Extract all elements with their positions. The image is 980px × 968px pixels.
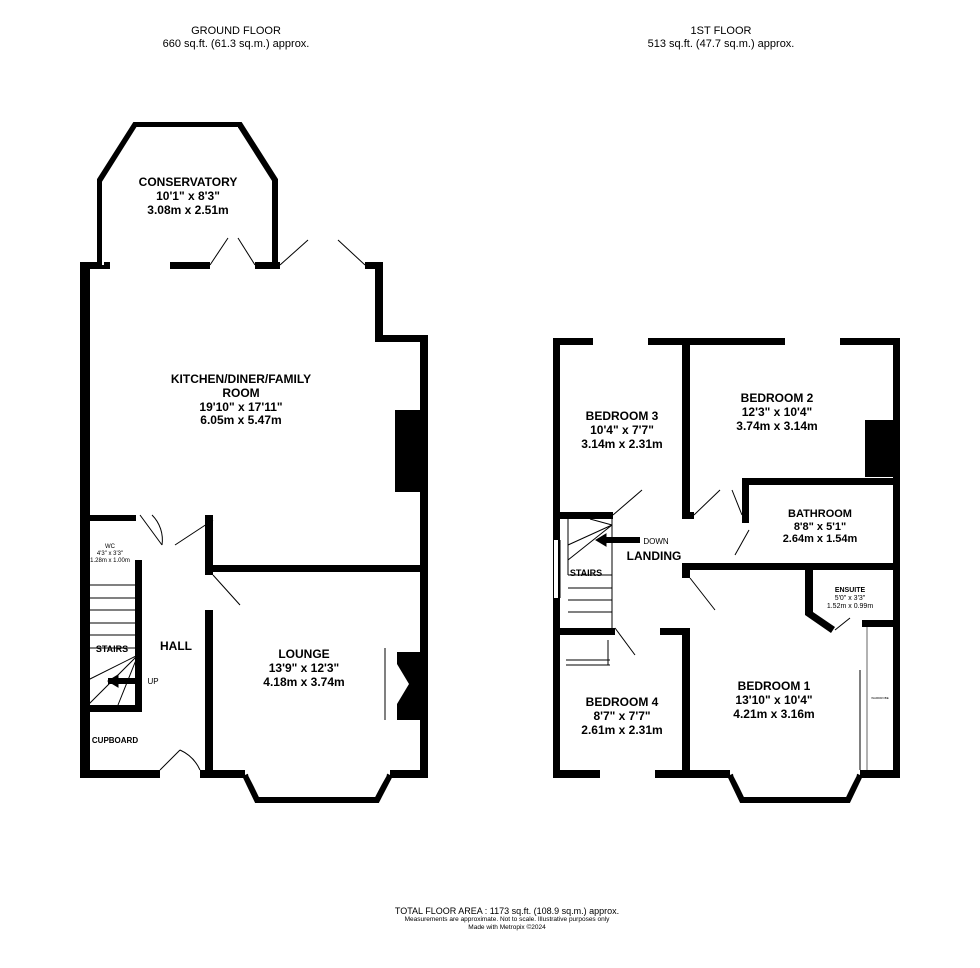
room-metric: 4.21m x 3.16m <box>733 706 815 721</box>
room-metric: 1.52m x 0.99m <box>826 603 874 611</box>
room-metric: 2.61m x 2.31m <box>581 722 663 737</box>
room-imperial: 12'3" x 10'4" <box>741 404 813 419</box>
room-imperial: 5'0" x 3'3" <box>834 595 866 603</box>
stairs-up-label: UP <box>147 677 159 686</box>
room-imperial: 13'10" x 10'4" <box>735 692 813 707</box>
ground-floor-area: 660 sq.ft. (61.3 sq.m.) approx. <box>162 37 310 50</box>
room-imperial: 19'10" x 17'11" <box>199 399 283 414</box>
first-floor-lines <box>554 489 868 803</box>
room-name: BATHROOM <box>788 508 852 520</box>
room-imperial: 10'1" x 8'3" <box>156 188 220 203</box>
ground-stairs-label: STAIRS <box>95 644 129 654</box>
room-imperial: 8'8" x 5'1" <box>793 520 847 533</box>
room-name: BEDROOM 1 <box>737 679 811 693</box>
ground-floor-lines <box>87 122 393 803</box>
credit: Made with Metropix ©2024 <box>468 923 546 931</box>
room-metric: 6.05m x 5.47m <box>200 413 282 428</box>
room-name: BEDROOM 2 <box>740 391 814 405</box>
room-cupboard: CUPBOARD <box>91 736 139 745</box>
room-imperial: 10'4" x 7'7" <box>590 422 654 437</box>
room-name: CONSERVATORY <box>138 175 238 189</box>
room-hall: HALL <box>160 639 192 653</box>
room-imperial: 4'3" x 3'3" <box>96 550 124 557</box>
room-name: BEDROOM 3 <box>585 409 659 423</box>
room-name: ENSUITE <box>834 587 866 594</box>
room-metric: 1.28m x 1.00m <box>90 557 130 564</box>
first-stairs-label: STAIRS <box>569 568 603 578</box>
room-metric: 3.08m x 2.51m <box>147 202 229 217</box>
total-floor-area: TOTAL FLOOR AREA : 1173 sq.ft. (108.9 sq… <box>394 906 620 916</box>
room-name: WC <box>105 544 115 550</box>
wardrobe-label: WARDROBE <box>871 696 889 700</box>
footer: TOTAL FLOOR AREA : 1173 sq.ft. (108.9 sq… <box>395 906 619 931</box>
first-floor-title: 1ST FLOOR <box>690 25 752 37</box>
room-metric: 3.74m x 3.14m <box>736 418 818 433</box>
first-floor-area: 513 sq.ft. (47.7 sq.m.) approx. <box>647 37 795 50</box>
room-imperial: 13'9" x 12'3" <box>268 660 340 675</box>
room-name: BEDROOM 4 <box>585 695 659 709</box>
room-imperial: 8'7" x 7'7" <box>593 708 651 723</box>
stairs-down-label: DOWN <box>643 537 669 546</box>
ground-floor-title: GROUND FLOOR <box>191 25 281 37</box>
room-metric: 4.18m x 3.74m <box>263 674 345 689</box>
disclaimer: Measurements are approximate. Not to sca… <box>404 916 610 924</box>
room-name: KITCHEN/DINER/FAMILY ROOM <box>170 372 312 400</box>
room-metric: 2.64m x 1.54m <box>782 533 858 546</box>
room-metric: 3.14m x 2.31m <box>581 436 663 451</box>
ground-floor-walls <box>80 262 428 778</box>
room-landing: LANDING <box>626 549 682 563</box>
room-name: LOUNGE <box>278 647 330 661</box>
